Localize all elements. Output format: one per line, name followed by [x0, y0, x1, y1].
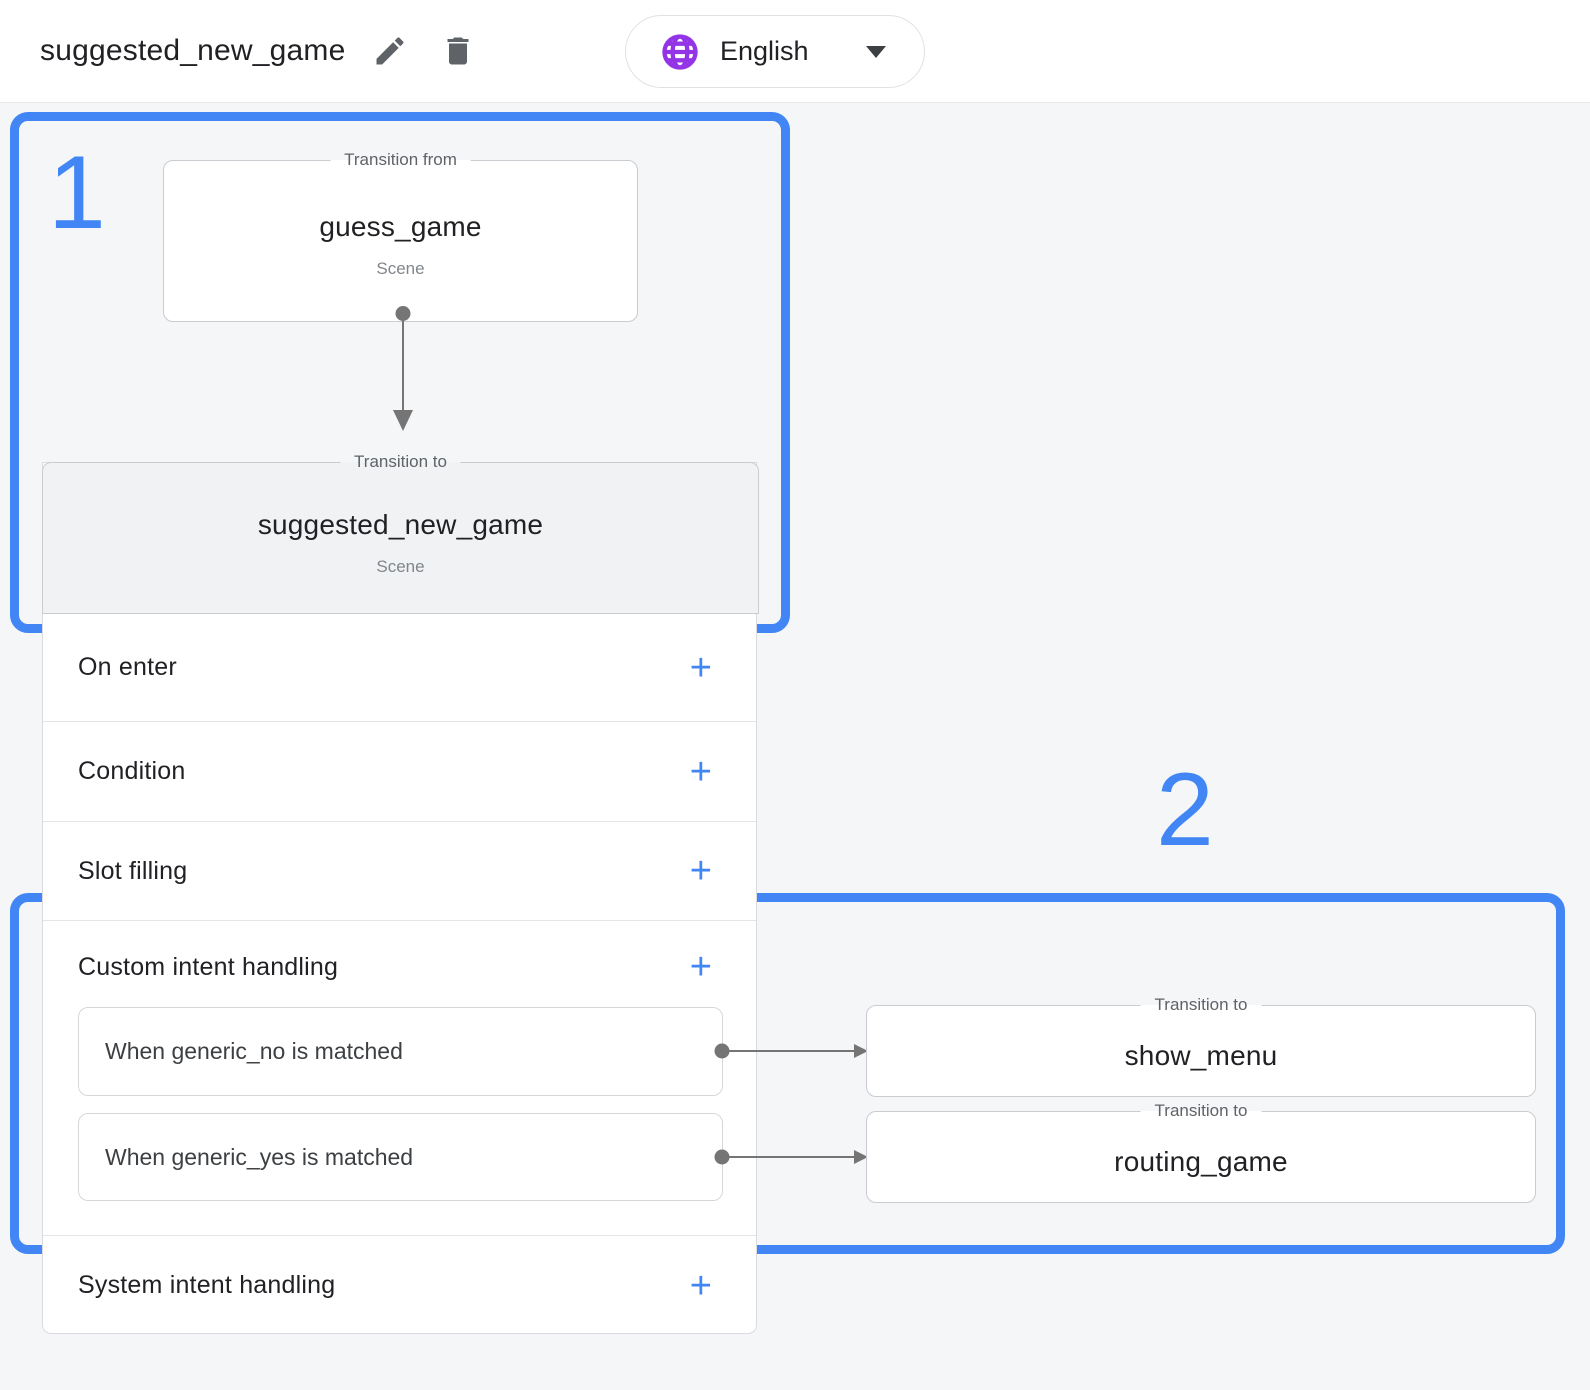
- system-intent-label: System intent handling: [78, 1271, 336, 1299]
- custom-intent-header: Custom intent handling +: [43, 921, 756, 1013]
- transition-target-routing-game[interactable]: Transition to routing_game: [866, 1100, 1536, 1203]
- intent-card-generic-yes[interactable]: When generic_yes is matched: [78, 1113, 723, 1201]
- transition-from-node[interactable]: Transition from guess_game Scene: [163, 149, 638, 322]
- caret-down-icon: [866, 45, 886, 58]
- add-on-enter-button[interactable]: +: [686, 649, 716, 687]
- add-system-intent-button[interactable]: +: [686, 1267, 716, 1305]
- transition-target-show-menu[interactable]: Transition to show_menu: [866, 994, 1536, 1097]
- section-condition: Condition +: [43, 722, 756, 822]
- intent-generic-no-label: When generic_no is matched: [105, 1038, 403, 1064]
- to-scene-name: suggested_new_game: [257, 509, 544, 540]
- from-scene-name: guess_game: [319, 211, 482, 242]
- section-on-enter: On enter +: [43, 614, 756, 722]
- on-enter-label: On enter: [78, 653, 177, 681]
- custom-intent-label: Custom intent handling: [78, 952, 339, 981]
- globe-icon: [660, 32, 700, 72]
- intent-generic-yes-label: When generic_yes is matched: [105, 1143, 414, 1170]
- section-system-intent-handling: System intent handling +: [43, 1235, 756, 1335]
- delete-scene-button[interactable]: [432, 25, 484, 77]
- annotation-number-2: 2: [1156, 752, 1214, 868]
- add-slot-filling-button[interactable]: +: [686, 852, 716, 890]
- routing-game-scene-name: routing_game: [1114, 1146, 1288, 1177]
- language-selector[interactable]: English: [625, 15, 925, 88]
- from-scene-type: Scene: [376, 259, 425, 278]
- trash-icon: [440, 33, 476, 69]
- scene-canvas: 1 Transition from guess_game Scene 2 Tra…: [0, 103, 1590, 1390]
- flow-arrow-down: [393, 306, 413, 431]
- intent-card-generic-no[interactable]: When generic_no is matched: [78, 1007, 723, 1096]
- slot-filling-label: Slot filling: [78, 856, 188, 885]
- language-label: English: [720, 36, 809, 66]
- edit-scene-button[interactable]: [364, 25, 416, 77]
- add-condition-button[interactable]: +: [686, 753, 716, 791]
- annotation-number-1: 1: [48, 135, 106, 251]
- transition-from-legend: Transition from: [330, 149, 471, 171]
- page-title: suggested_new_game: [40, 34, 346, 67]
- header-bar: suggested_new_game: [0, 0, 1590, 103]
- transition-to-node: Transition to suggested_new_game Scene: [42, 451, 759, 614]
- show-menu-legend: Transition to: [1140, 994, 1262, 1016]
- section-slot-filling: Slot filling +: [43, 822, 756, 921]
- to-scene-type: Scene: [376, 557, 425, 576]
- transition-to-legend: Transition to: [340, 451, 461, 473]
- add-custom-intent-button[interactable]: +: [686, 948, 716, 986]
- routing-game-legend: Transition to: [1140, 1100, 1262, 1122]
- show-menu-scene-name: show_menu: [1124, 1040, 1278, 1071]
- scene-editor-panel: Transition to suggested_new_game Scene O…: [42, 451, 759, 1335]
- condition-label: Condition: [78, 757, 186, 785]
- section-custom-intent-handling: Custom intent handling + When generic_no…: [43, 921, 756, 1235]
- pencil-icon: [372, 33, 408, 69]
